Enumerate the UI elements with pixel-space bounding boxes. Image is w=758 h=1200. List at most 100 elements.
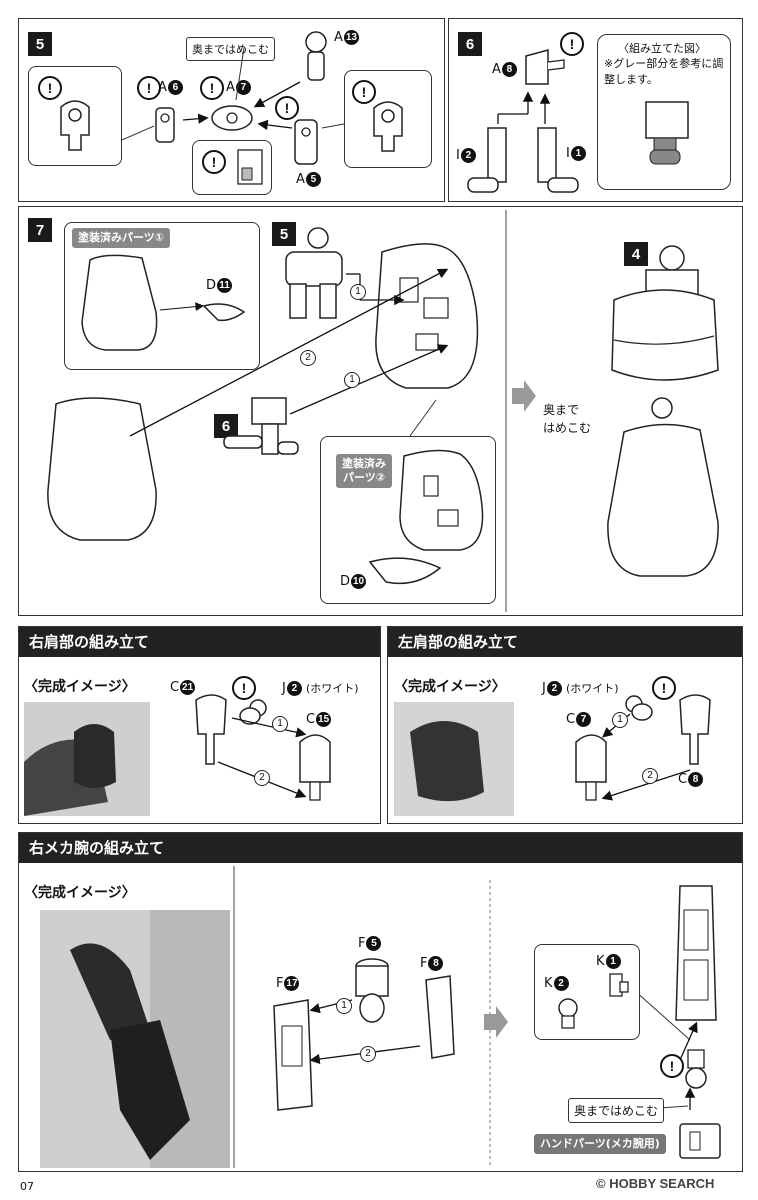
step7-assembled-top-illustration: [611, 245, 719, 381]
part-a7-illustration: [211, 105, 253, 131]
part-i2-illustration: [467, 127, 507, 193]
step7-order-1b: 1: [344, 372, 360, 388]
part-i1-illustration: [537, 127, 579, 193]
left-shoulder-order-2: 2: [642, 768, 658, 784]
part-a13-illustration: [305, 31, 327, 81]
step7-ref6: 6: [214, 414, 238, 438]
right-arm-assembled-illustration: [675, 885, 717, 1021]
warning-icon: !: [202, 150, 226, 174]
step5-left-part-illustration: [60, 100, 90, 151]
step7-divider: [505, 210, 536, 612]
step6-box-note: ※グレー部分を参考に調整します。: [604, 57, 724, 86]
part-f8-illustration: [425, 975, 455, 1059]
step6-number: 6: [458, 32, 482, 56]
step7-part6-illustration: [223, 397, 299, 455]
part-a5-illustration: [294, 119, 318, 165]
part-a6-illustration: [155, 107, 175, 143]
part-f5-illustration: [355, 958, 389, 1023]
left-shoulder-order-1: 1: [612, 712, 628, 728]
right-arm-note: 奥まではめこむ: [568, 1098, 665, 1123]
warning-icon: !: [275, 96, 299, 120]
painted-part2-tag: 塗装済みパーツ②: [336, 454, 392, 488]
page-number: 07: [20, 1180, 34, 1193]
step7-part5-illustration: [285, 227, 343, 319]
painted-part2-illustration: [399, 449, 484, 551]
hand-parts-tag: ハンドパーツ(メカ腕用): [534, 1134, 666, 1154]
part-c15-illustration: [299, 734, 331, 801]
part-c8-illustration: [679, 694, 711, 765]
right-shoulder-finish-label: 〈完成イメージ〉: [24, 679, 136, 695]
right-arm-photo-illustration: [40, 910, 230, 1168]
step7-ref5: 5: [272, 222, 296, 246]
right-arm-title: 右メカ腕の組み立て: [19, 833, 742, 863]
part-d10-illustration: [368, 557, 442, 585]
right-arm-order-1: 1: [336, 998, 352, 1014]
step5-center-part-illustration: [237, 149, 263, 185]
step6-arrows: [497, 91, 551, 124]
left-shoulder-photo: [394, 702, 514, 816]
step5-arrows: [121, 47, 345, 141]
right-arm-order-2: 2: [360, 1046, 376, 1062]
part-d11-illustration: [202, 303, 246, 322]
right-arm-photo: [40, 910, 230, 1168]
hand-joint-illustration: [685, 1049, 707, 1089]
right-shoulder-photo-illustration: [24, 702, 150, 816]
part-c7-illustration: [575, 734, 607, 801]
part-j2-right-illustration: [239, 699, 267, 725]
step7-note: 奥まではめこむ: [538, 398, 597, 440]
hand-part-illustration: [679, 1123, 721, 1159]
watermark: © HOBBY SEARCH: [596, 1176, 715, 1191]
step5-number: 5: [28, 32, 52, 56]
step5-right-part-illustration: [373, 101, 403, 152]
step7-order-2: 2: [300, 350, 316, 366]
warning-icon: !: [652, 676, 676, 700]
warning-icon: !: [560, 32, 584, 56]
part-k1-illustration: [609, 973, 629, 997]
warning-icon: !: [137, 76, 161, 100]
right-shoulder-order-1: 1: [272, 716, 288, 732]
warning-icon: !: [352, 80, 376, 104]
left-shoulder-title: 左肩部の組み立て: [388, 627, 742, 657]
painted-part1-tag: 塗装済みパーツ①: [72, 228, 171, 248]
step7-body-illustration: [47, 397, 157, 541]
left-shoulder-finish-label: 〈完成イメージ〉: [394, 679, 506, 695]
step7-assembled-bottom-illustration: [607, 397, 719, 577]
part-j2-left-illustration: [625, 695, 653, 721]
left-shoulder-photo-illustration: [394, 702, 514, 816]
part-f17-illustration: [273, 999, 313, 1111]
step7-order-1a: 1: [350, 284, 366, 300]
part-k2-illustration: [558, 998, 578, 1029]
step7-number: 7: [28, 218, 52, 242]
warning-icon: !: [232, 676, 256, 700]
warning-icon: !: [660, 1054, 684, 1078]
part-a8-illustration: [525, 49, 565, 85]
right-shoulder-title: 右肩部の組み立て: [19, 627, 380, 657]
step6-box-title: 〈組み立てた図〉: [618, 42, 706, 55]
right-shoulder-order-2: 2: [254, 770, 270, 786]
warning-icon: !: [38, 76, 62, 100]
part-c21-illustration: [195, 694, 227, 765]
warning-icon: !: [200, 76, 224, 100]
right-shoulder-photo: [24, 702, 150, 816]
